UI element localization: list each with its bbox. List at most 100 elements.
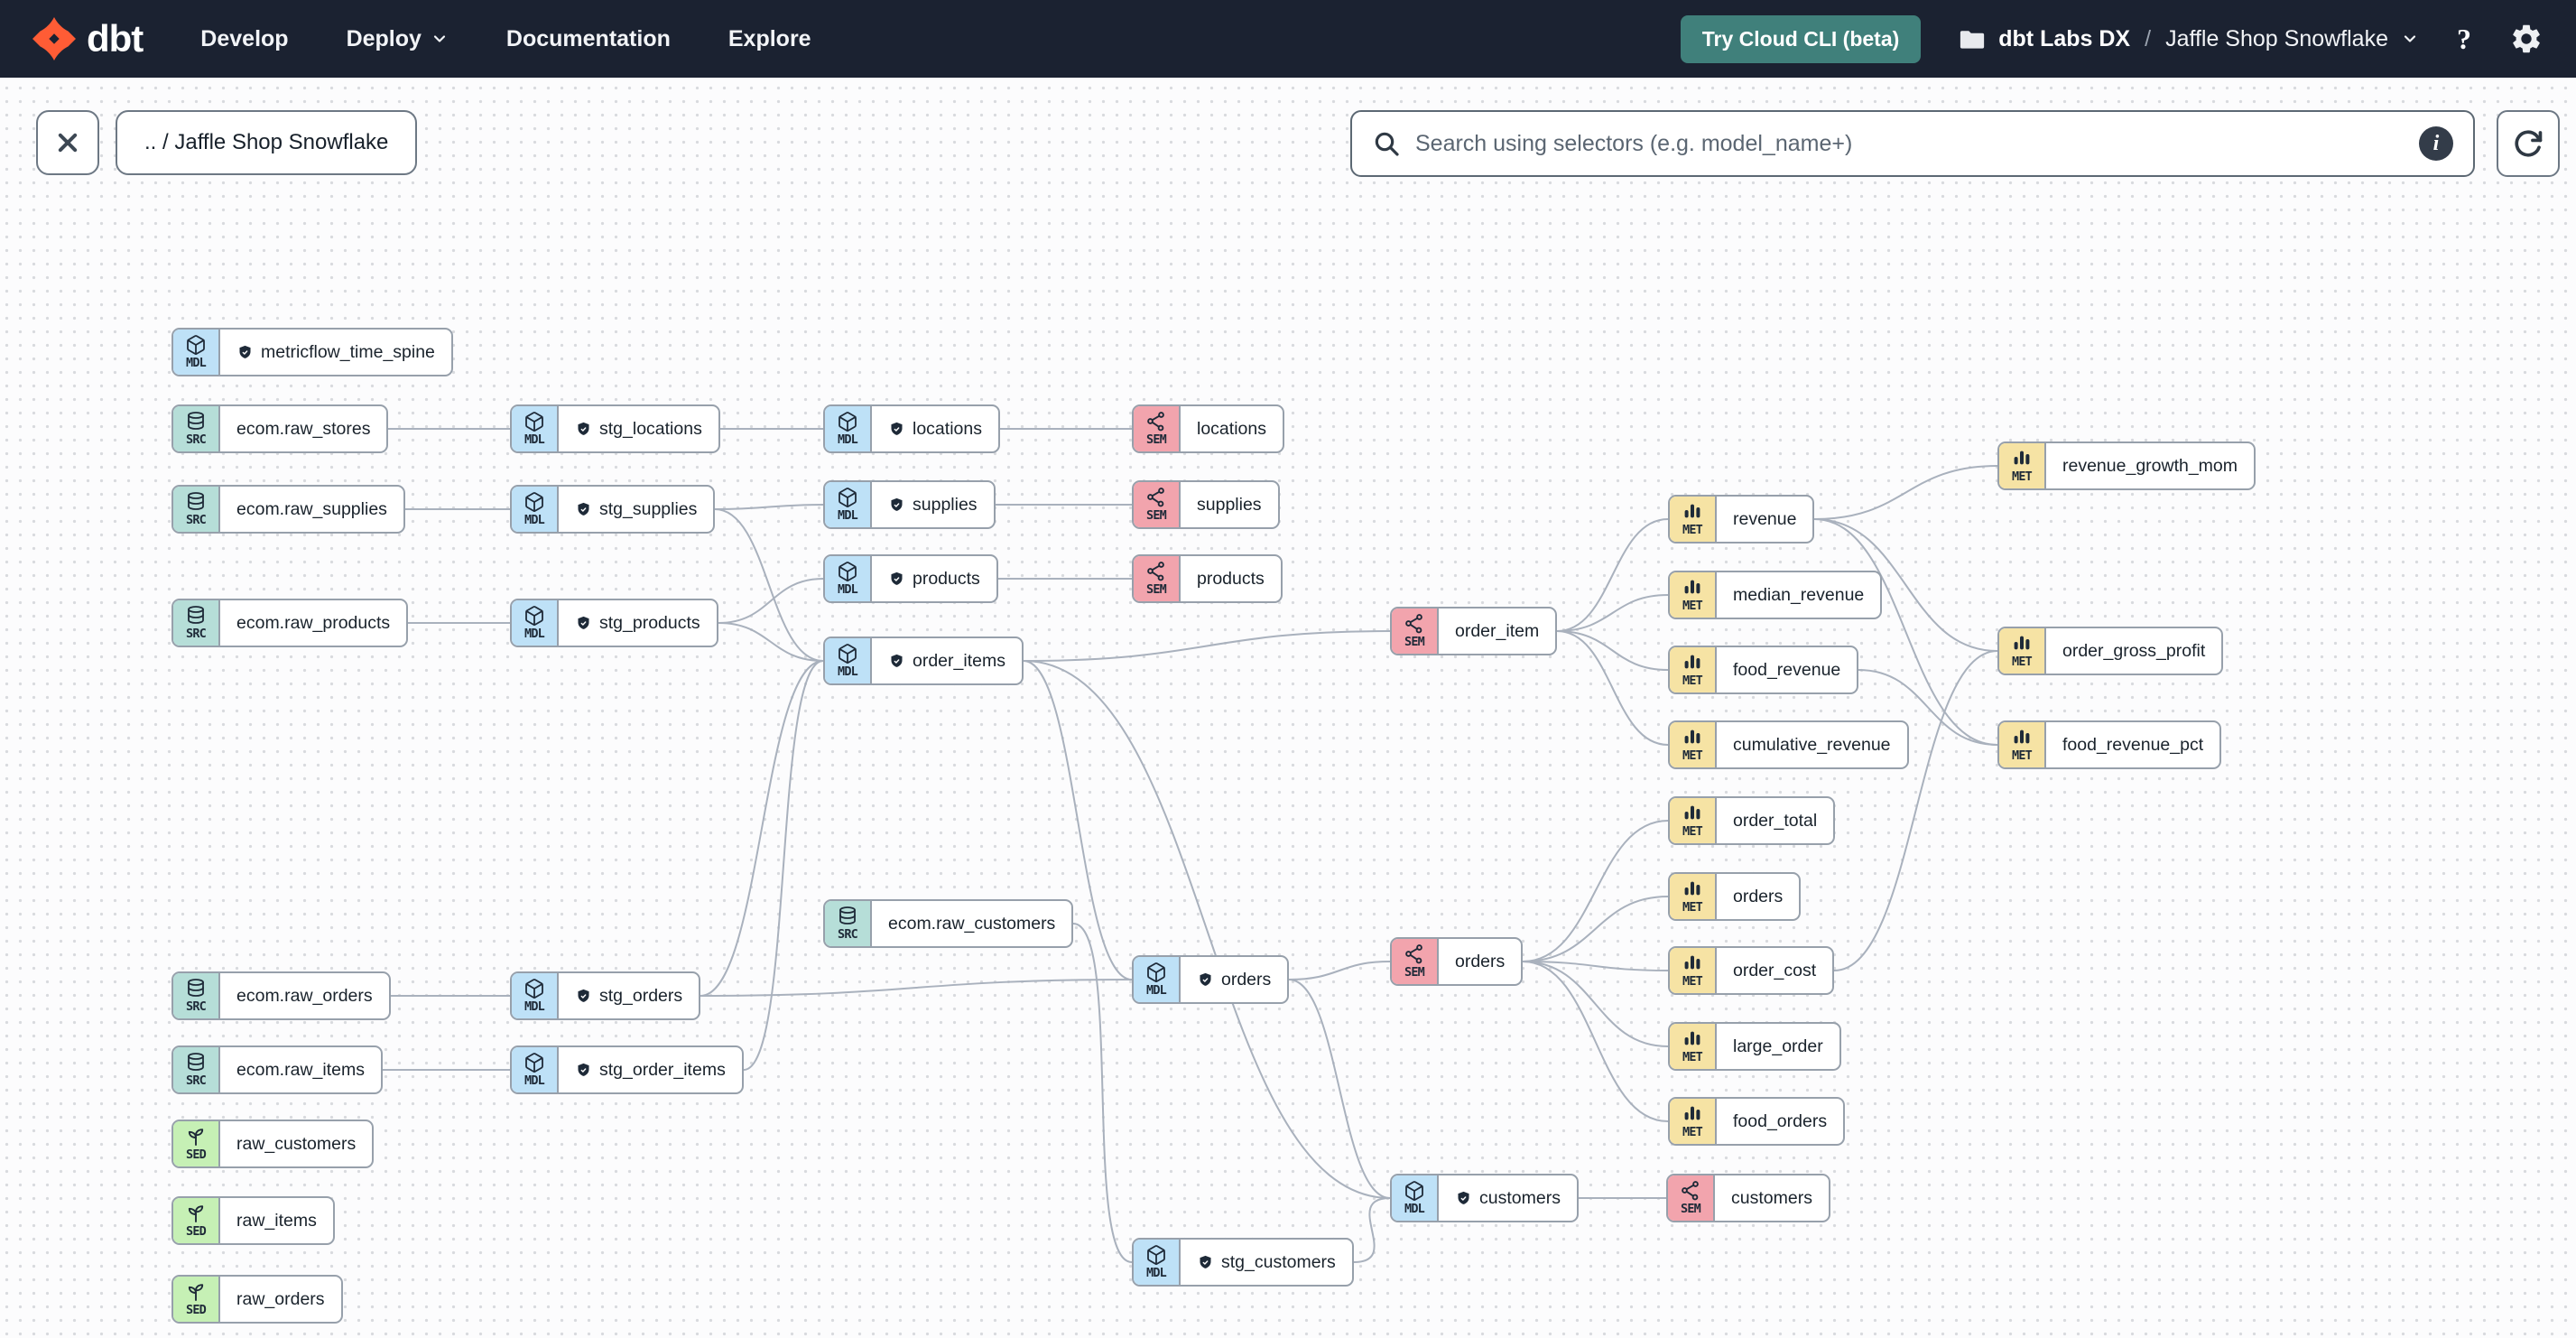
edge-mdl_stg_customers--mdl_customers [1353, 1197, 1391, 1263]
edge-sem_order_item--met_cumulative_revenue [1556, 630, 1669, 746]
nav-item-explore[interactable]: Explore [727, 25, 811, 51]
node-name: customers [1479, 1187, 1561, 1208]
graph-node-src_raw_products[interactable]: SRC ecom.raw_products [171, 599, 409, 647]
chevron-down-icon [2404, 35, 2416, 42]
help-button[interactable]: ? [2457, 22, 2471, 55]
graph-node-sed_raw_items[interactable]: SED raw_items [171, 1196, 335, 1245]
graph-node-mdl_stg_supplies[interactable]: MDL stg_supplies [510, 485, 716, 534]
graph-node-src_raw_supplies[interactable]: SRC ecom.raw_supplies [171, 485, 405, 534]
chevron-down-icon [433, 35, 446, 42]
graph-node-mdl_stg_locations[interactable]: MDL stg_locations [510, 404, 720, 453]
graph-node-mdl_products[interactable]: MDL products [823, 554, 998, 603]
node-type-label: SED [186, 1303, 207, 1318]
graph-node-sem_supplies[interactable]: SEM supplies [1132, 480, 1280, 529]
node-name: order_total [1733, 810, 1818, 831]
graph-node-met_cumulative_revenue[interactable]: MET cumulative_revenue [1668, 720, 1909, 769]
node-type-badge: MET [1670, 722, 1717, 767]
node-name: raw_customers [236, 1133, 357, 1154]
node-type-label: MDL [838, 508, 858, 524]
refresh-button[interactable] [2497, 110, 2560, 177]
top-navbar: dbt Develop Deploy Documentation Explore… [0, 0, 2576, 78]
graph-node-met_order_total[interactable]: MET order_total [1668, 796, 1836, 845]
node-type-label: MDL [524, 999, 545, 1015]
graph-node-met_revenue_growth_mom[interactable]: MET revenue_growth_mom [1997, 441, 2256, 490]
graph-node-sed_raw_orders[interactable]: SED raw_orders [171, 1275, 343, 1324]
shield-icon [575, 1062, 592, 1079]
graph-node-mdl_orders[interactable]: MDL orders [1132, 955, 1290, 1004]
cube-icon [837, 643, 858, 664]
graph-node-mdl_stg_orders[interactable]: MDL stg_orders [510, 971, 701, 1020]
graph-node-src_raw_orders[interactable]: SRC ecom.raw_orders [171, 971, 391, 1020]
node-type-badge: MDL [512, 487, 559, 532]
graph-node-sem_orders[interactable]: SEM orders [1390, 937, 1524, 986]
graph-node-sem_customers[interactable]: SEM customers [1666, 1174, 1830, 1222]
node-name: large_order [1733, 1036, 1823, 1056]
node-type-badge: MDL [173, 330, 220, 375]
graph-node-sem_products[interactable]: SEM products [1132, 554, 1283, 603]
breadcrumb-chip[interactable]: .. / Jaffle Shop Snowflake [116, 110, 418, 175]
project-picker[interactable]: dbt Labs DX / Jaffle Shop Snowflake [1959, 25, 2419, 52]
node-name: food_revenue [1733, 659, 1841, 680]
node-type-badge: MET [1670, 1024, 1717, 1069]
nav-item-deploy[interactable]: Deploy [347, 26, 449, 52]
edge-mdl_order_items--mdl_orders [1023, 660, 1133, 980]
node-type-badge: SRC [173, 487, 220, 532]
shield-icon [888, 653, 905, 670]
try-cloud-cli-button[interactable]: Try Cloud CLI (beta) [1680, 14, 1922, 63]
node-name: ecom.raw_supplies [236, 498, 387, 519]
graph-node-mdl_stg_products[interactable]: MDL stg_products [510, 599, 718, 647]
graph-node-met_revenue[interactable]: MET revenue [1668, 495, 1815, 544]
edge-mdl_stg_orders--mdl_orders [700, 979, 1133, 997]
graph-node-mdl_locations[interactable]: MDL locations [823, 404, 1000, 453]
graph-node-mdl_customers[interactable]: MDL customers [1390, 1174, 1579, 1222]
database-icon [185, 411, 207, 432]
node-type-label: MDL [524, 513, 545, 528]
edge-met_food_revenue--met_food_revenue_pct [1858, 669, 1998, 746]
node-name: orders [1455, 951, 1506, 971]
settings-button[interactable] [2509, 22, 2544, 56]
node-name: raw_orders [236, 1288, 325, 1309]
graph-node-sem_locations[interactable]: SEM locations [1132, 404, 1284, 453]
graph-node-sed_raw_customers[interactable]: SED raw_customers [171, 1120, 375, 1168]
graph-node-met_orders[interactable]: MET orders [1668, 872, 1802, 921]
graph-node-mdl_supplies[interactable]: MDL supplies [823, 480, 996, 529]
node-type-badge: MET [1999, 443, 2046, 488]
node-type-badge: MET [1670, 874, 1717, 919]
edge-mdl_stg_orders--mdl_order_items [700, 660, 824, 997]
graph-node-met_median_revenue[interactable]: MET median_revenue [1668, 571, 1883, 619]
node-name: revenue_growth_mom [2062, 455, 2238, 476]
node-name: metricflow_time_spine [261, 341, 435, 362]
graph-node-sem_order_item[interactable]: SEM order_item [1390, 607, 1558, 655]
graph-node-met_food_orders[interactable]: MET food_orders [1668, 1097, 1846, 1146]
graph-node-src_raw_stores[interactable]: SRC ecom.raw_stores [171, 404, 389, 453]
graph-node-mdl_stg_customers[interactable]: MDL stg_customers [1132, 1238, 1354, 1287]
edge-sem_order_item--met_revenue [1556, 518, 1669, 632]
node-type-badge: SEM [1134, 406, 1181, 451]
graph-node-src_raw_items[interactable]: SRC ecom.raw_items [171, 1045, 383, 1094]
close-lineage-button[interactable] [36, 110, 99, 175]
nav-item-documentation[interactable]: Documentation [505, 25, 671, 51]
graph-node-mdl_metricflow_time_spine[interactable]: MDL metricflow_time_spine [171, 328, 453, 376]
graph-node-met_order_cost[interactable]: MET order_cost [1668, 946, 1835, 995]
graph-node-met_large_order[interactable]: MET large_order [1668, 1022, 1841, 1071]
graph-node-mdl_order_items[interactable]: MDL order_items [823, 636, 1024, 685]
dbt-logo[interactable]: dbt [32, 17, 144, 60]
bar-chart-icon [2011, 633, 2033, 655]
bar-chart-icon [1682, 501, 1703, 523]
node-name: order_gross_profit [2062, 640, 2206, 661]
graph-node-mdl_stg_order_items[interactable]: MDL stg_order_items [510, 1045, 744, 1094]
node-type-badge: SEM [1392, 609, 1439, 654]
node-name: ecom.raw_customers [888, 913, 1056, 934]
graph-node-met_food_revenue[interactable]: MET food_revenue [1668, 646, 1859, 694]
info-icon[interactable]: i [2419, 126, 2453, 161]
graph-node-src_raw_customers[interactable]: SRC ecom.raw_customers [823, 899, 1074, 948]
graph-node-met_food_revenue_pct[interactable]: MET food_revenue_pct [1997, 720, 2222, 769]
node-type-label: MET [1682, 1125, 1703, 1140]
graph-node-met_order_gross_profit[interactable]: MET order_gross_profit [1997, 627, 2224, 675]
nav-item-develop[interactable]: Develop [200, 25, 289, 51]
node-type-label: MDL [1146, 983, 1167, 999]
database-icon [185, 605, 207, 627]
selector-search-input[interactable] [1415, 130, 2405, 157]
node-type-badge: SEM [1392, 939, 1439, 984]
